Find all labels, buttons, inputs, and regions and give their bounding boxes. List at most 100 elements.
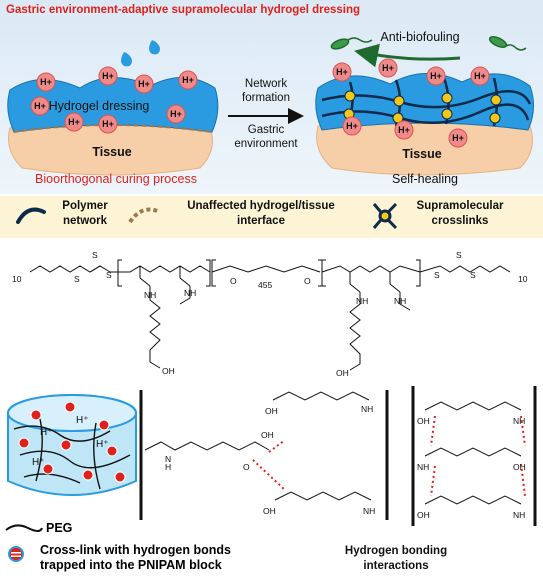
- arrow-top-line1: Network: [244, 78, 288, 90]
- svg-text:H⁺: H⁺: [32, 457, 45, 468]
- arrow-top-line2: formation: [242, 92, 290, 104]
- legend-interface-line1: Unaffected hydrogel/tissue: [187, 200, 335, 212]
- anti-biofouling-arrow: [354, 43, 461, 68]
- peg-chains: [13, 418, 131, 490]
- n455: 455: [258, 280, 272, 290]
- hbond-caption-line2: interactions: [363, 560, 429, 572]
- hbond-caption-line1: Hydrogen bonding: [344, 545, 448, 557]
- right-proton-ions: [332, 58, 490, 148]
- svg-text:H+: H+: [102, 119, 114, 129]
- crosslink-legend-line2: trapped into the PNIPAM block: [40, 558, 222, 572]
- svg-text:H+: H+: [182, 75, 194, 85]
- svg-text:H+: H+: [430, 71, 442, 81]
- process-label: Bioorthogonal curing process: [35, 172, 197, 186]
- hydrogel-cylinder: H⁺ H⁺ H⁺ H⁺: [7, 394, 137, 496]
- self-healing-label: Self-healing: [391, 172, 458, 186]
- svg-text:H+: H+: [102, 71, 114, 81]
- right-tissue-label: Tissue: [402, 147, 442, 161]
- svg-text:NH: NH: [144, 290, 156, 300]
- legend-symbols: [16, 202, 398, 230]
- legend-crosslink-line1: Supramolecular: [416, 200, 504, 212]
- svg-text:H+: H+: [452, 133, 464, 143]
- polymer-network-symbol: [16, 207, 46, 224]
- hbond-dashes: [252, 415, 526, 497]
- crosslink-symbol: [8, 546, 24, 562]
- svg-text:H+: H+: [336, 67, 348, 77]
- left-proton-ions: [30, 66, 198, 134]
- svg-text:H+: H+: [382, 63, 394, 73]
- bacteria-icon: [330, 35, 527, 51]
- svg-text:S: S: [74, 274, 80, 284]
- legend-interface-line2: interface: [237, 215, 285, 227]
- svg-text:H+: H+: [346, 121, 358, 131]
- svg-text:OH: OH: [417, 510, 430, 520]
- peg-label: PEG: [46, 521, 73, 535]
- svg-text:OH: OH: [162, 366, 175, 376]
- droplet-icon: [149, 40, 160, 55]
- left-tissue-label: Tissue: [92, 145, 132, 159]
- svg-text:H⁺: H⁺: [96, 439, 109, 450]
- svg-text:OH: OH: [263, 506, 276, 516]
- svg-text:OH: OH: [261, 430, 274, 440]
- svg-text:S: S: [434, 270, 440, 280]
- legend-polymer-line2: network: [62, 215, 108, 227]
- arrow-bottom-line2: environment: [234, 138, 298, 150]
- anti-biofouling-label: Anti-biofouling: [380, 30, 460, 44]
- hbond-diagrams: N H OH O OH NH OH NH OH NH NH OH OH NH: [139, 386, 537, 526]
- svg-text:N: N: [165, 454, 171, 464]
- svg-text:NH: NH: [184, 288, 196, 298]
- crosslink-markers: [18, 401, 126, 483]
- svg-text:NH: NH: [417, 462, 429, 472]
- svg-text:H+: H+: [68, 117, 80, 127]
- structure-atom-labels: 10 S S S 455 O O NH NH NH NH OH OH S S S…: [12, 250, 528, 378]
- svg-text:O: O: [304, 276, 311, 286]
- peg-symbol: [5, 524, 43, 532]
- crosslink-symbol: [372, 202, 398, 230]
- panel-title: Gastric environment-adaptive supramolecu…: [6, 4, 361, 16]
- svg-text:NH: NH: [394, 296, 406, 306]
- svg-text:S: S: [106, 270, 112, 280]
- svg-text:H+: H+: [40, 77, 52, 87]
- svg-text:S: S: [456, 250, 462, 260]
- svg-text:OH: OH: [336, 368, 349, 378]
- hydrogel-dressing-label: Hydrogel dressing: [48, 99, 150, 113]
- arrow-bottom-line1: Gastric: [247, 124, 285, 136]
- bottom-legend-symbols: [5, 524, 43, 562]
- supramolecular-crosslinks: [343, 90, 502, 124]
- svg-text:S: S: [470, 270, 476, 280]
- svg-text:H+: H+: [34, 101, 46, 111]
- interface-symbol: [128, 207, 161, 224]
- crosslink-legend-line1: Cross-link with hydrogen bonds: [40, 543, 231, 557]
- cylinder-proton-labels: H⁺ H⁺ H⁺ H⁺: [32, 415, 109, 468]
- svg-text:H: H: [165, 462, 171, 472]
- svg-text:NH: NH: [513, 416, 525, 426]
- svg-text:NH: NH: [513, 510, 525, 520]
- svg-text:H+: H+: [138, 79, 150, 89]
- svg-text:NH: NH: [363, 506, 375, 516]
- hbond-atom-labels: N H OH O OH NH OH NH OH NH NH OH OH NH: [165, 404, 526, 520]
- n10-left: 10: [12, 274, 22, 284]
- right-proton-labels: H+ H+ H+ H+ H+ H+ H+: [336, 63, 486, 143]
- polymer-structure: 10 S S S 455 O O NH NH NH NH OH OH S S S…: [12, 250, 528, 378]
- svg-text:O: O: [243, 462, 250, 472]
- svg-text:H⁺: H⁺: [76, 415, 89, 426]
- svg-text:OH: OH: [265, 406, 278, 416]
- svg-text:NH: NH: [356, 296, 368, 306]
- svg-text:S: S: [92, 250, 98, 260]
- legend-bar: [0, 196, 543, 238]
- schematic-drawing: H+ H+ H+ H+ H+ H+ H+ H+ H+ H+ H+ H+ H+ H+ H+: [7, 35, 534, 176]
- svg-text:O: O: [230, 276, 237, 286]
- svg-text:H⁺: H⁺: [40, 427, 53, 438]
- svg-text:OH: OH: [417, 416, 430, 426]
- left-proton-labels: H+ H+ H+ H+ H+ H+ H+ H+: [34, 71, 194, 129]
- svg-text:OH: OH: [513, 462, 526, 472]
- droplet-icon: [121, 52, 132, 67]
- legend-polymer-line1: Polymer: [62, 200, 108, 212]
- svg-text:H+: H+: [398, 125, 410, 135]
- right-hydrogel-shape: [315, 73, 534, 131]
- svg-text:H+: H+: [474, 71, 486, 81]
- svg-text:H+: H+: [170, 109, 182, 119]
- legend-crosslink-line2: crosslinks: [431, 215, 489, 227]
- svg-text:NH: NH: [361, 404, 373, 414]
- n10-right: 10: [518, 274, 528, 284]
